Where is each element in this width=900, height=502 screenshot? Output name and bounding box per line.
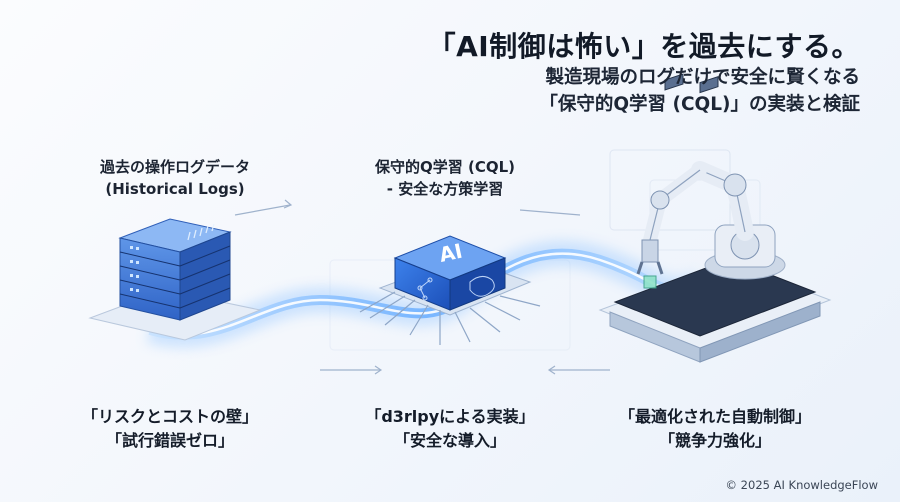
conveyor-belt-icon <box>598 73 832 363</box>
stage-3-caption-2: 「競争力強化」 <box>658 431 771 450</box>
stage-1-caption-2: 「試行錯誤ゼロ」 <box>105 431 234 450</box>
server-rack-icon <box>88 218 262 341</box>
title-block: 「AI制御は怖い」を過去にする。 製造現場のログだけで安全に賢くなる 「保守的Q… <box>428 30 860 118</box>
stage-1-caption-1: 「リスクとコストの壁」 <box>81 407 258 426</box>
robot-arm-icon <box>636 161 786 289</box>
stage-1-subtitle: (Historical Logs) <box>105 180 245 198</box>
stage-2-bottom-label: 「d3rlpyによる実装」 「安全な導入」 <box>340 405 560 453</box>
copyright-notice: © 2025 AI KnowledgeFlow <box>725 478 878 492</box>
stage-1-bottom-label: 「リスクとコストの壁」 「試行錯誤ゼロ」 <box>60 405 280 453</box>
connector-lines <box>234 199 610 375</box>
stage-3-caption-1: 「最適化された自動制御」 <box>618 407 811 426</box>
stage-1-top-label: 過去の操作ログデータ (Historical Logs) <box>75 156 275 200</box>
ai-chip-icon: AI <box>359 235 541 345</box>
chip-label: AI <box>437 239 464 267</box>
stage-3-bottom-label: 「最適化された自動制御」 「競争力強化」 <box>600 405 830 453</box>
stage-2-caption-1: 「d3rlpyによる実装」 <box>365 407 535 426</box>
stage-1-title: 過去の操作ログデータ <box>99 158 250 176</box>
stage-2-subtitle: - 安全な方策学習 <box>386 180 504 198</box>
stage-2-top-label: 保守的Q学習 (CQL) - 安全な方策学習 <box>345 156 545 200</box>
stage-2-title: 保守的Q学習 (CQL) <box>374 158 515 176</box>
page-subtitle-line1: 製造現場のログだけで安全に賢くなる <box>545 67 860 88</box>
page-title: 「AI制御は怖い」を過去にする。 <box>427 30 860 63</box>
stage-2-caption-2: 「安全な導入」 <box>393 431 506 450</box>
page-subtitle-line2: 「保守的Q学習 (CQL)」の実装と検証 <box>539 94 860 115</box>
